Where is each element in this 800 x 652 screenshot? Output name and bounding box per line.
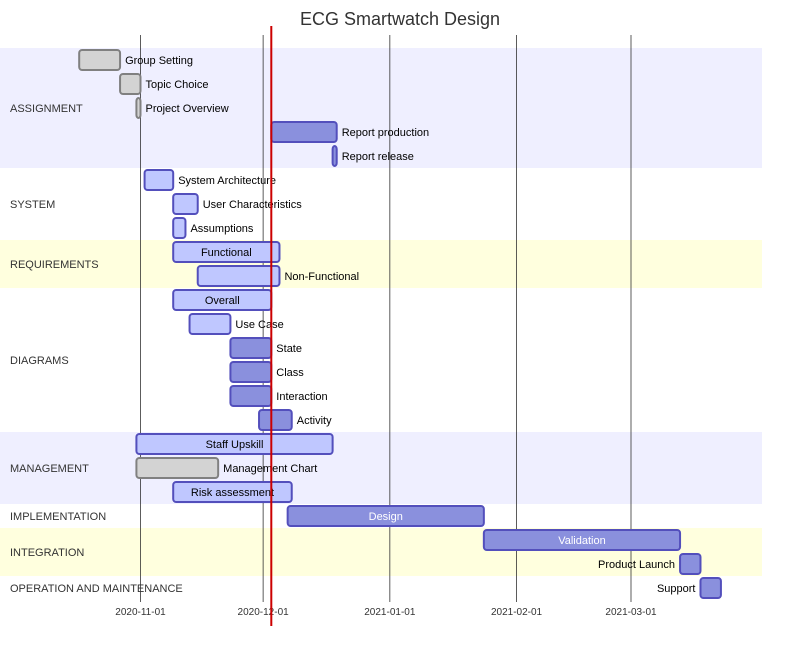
task-label: Report release [342,151,414,163]
task-bar [172,193,199,215]
task-label: Assumptions [190,223,253,235]
section-bands [0,48,762,600]
task-bar [172,217,187,239]
task-bar [172,241,281,263]
task-label: Product Launch [598,559,675,571]
task-bar [331,145,338,167]
task-label: State [276,343,302,355]
task-label: Overall [205,295,240,307]
x-tick-label: 2021-01-01 [364,607,416,618]
x-tick-label: 2021-03-01 [605,607,657,618]
task-bar [172,481,293,503]
section-band [0,168,762,240]
chart-title: ECG Smartwatch Design [300,9,500,29]
task-bar [229,337,273,359]
x-axis-ticks: 2020-11-01 2020-12-01 2021-01-01 2021-02-01… [115,607,657,618]
task-label: Staff Upskill [206,439,264,451]
task-label: Group Setting [125,55,193,67]
task-label: Validation [558,535,606,547]
section-band [0,576,762,600]
task-bar [143,169,175,191]
task-label: Project Overview [146,103,229,115]
section-labels: ASSIGNMENT SYSTEM REQUIREMENTS DIAGRAMS MANA… [10,103,183,595]
section-label: SYSTEM [10,199,55,211]
section-band [0,288,762,432]
task-label: Report production [342,127,429,139]
task-bar [135,97,142,119]
section-label: DIAGRAMS [10,355,69,367]
task-bar [135,433,334,455]
x-tick-label: 2020-11-01 [115,607,166,618]
task-bar [270,121,338,143]
task-label: Non-Functional [284,271,359,283]
task-bar [482,529,682,551]
section-label: REQUIREMENTS [10,259,99,271]
task-label: System Architecture [178,175,276,187]
task-label: Design [369,511,403,523]
task-label: Management Chart [223,463,317,475]
task-label: Support [657,583,696,595]
task-bar [135,457,220,479]
task-bar [258,409,293,431]
task-label: Use Case [235,319,283,331]
task-label: Class [276,367,304,379]
section-label: INTEGRATION [10,547,84,559]
section-label: OPERATION AND MAINTENANCE [10,583,183,595]
task-bar [196,265,281,287]
section-label: IMPLEMENTATION [10,511,106,523]
task-label: Activity [297,415,332,427]
section-band [0,432,762,504]
x-tick-label: 2021-02-01 [491,607,543,618]
task-bar [78,49,122,71]
task-label: Interaction [276,391,327,403]
task-label: Functional [201,247,252,259]
task-bar [286,505,485,527]
task-bar [119,73,142,95]
task-bar [699,577,722,599]
task-label: User Characteristics [203,199,303,211]
section-band [0,240,762,288]
task-label: Topic Choice [146,79,209,91]
task-bar [229,361,273,383]
section-label: MANAGEMENT [10,463,89,475]
section-band [0,48,762,168]
task-bar [229,385,273,407]
task-bar [679,553,702,575]
x-tick-label: 2020-12-01 [238,607,290,618]
task-bar [188,313,232,335]
section-label: ASSIGNMENT [10,103,83,115]
task-label: Risk assessment [191,487,274,499]
